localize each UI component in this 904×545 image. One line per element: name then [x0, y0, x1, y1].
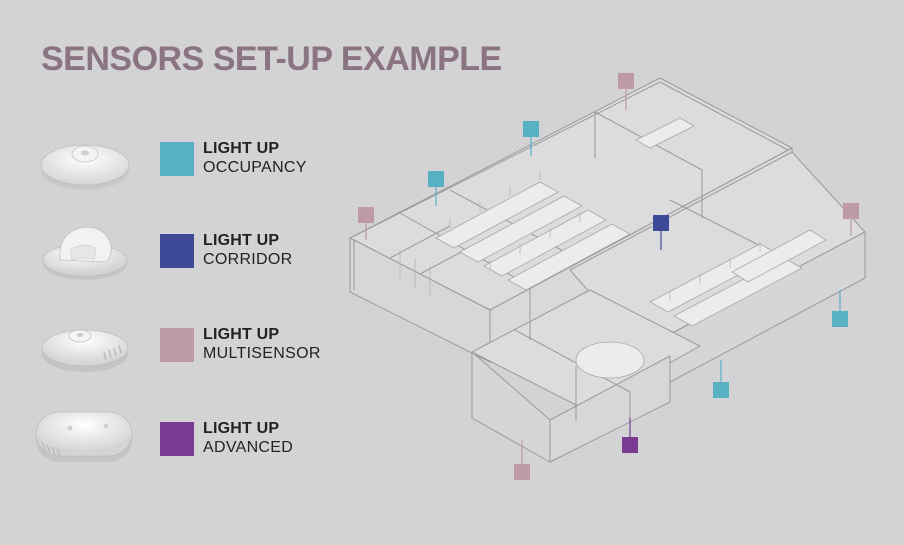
marker-occupancy	[523, 121, 539, 137]
marker-multisensor	[618, 73, 634, 89]
legend-label-line2: OCCUPANCY	[203, 159, 307, 176]
legend-label-line1: LIGHT UP	[203, 326, 280, 343]
legend-item-advanced: LIGHT UP ADVANCED	[0, 404, 340, 484]
office-floorplan-illustration	[349, 73, 866, 480]
marker-multisensor	[843, 203, 859, 219]
legend-item-occupancy: LIGHT UP OCCUPANCY	[0, 130, 340, 210]
swatch-advanced	[160, 422, 194, 456]
marker-corridor	[653, 215, 669, 231]
marker-occupancy	[428, 171, 444, 187]
legend-label-line2: CORRIDOR	[203, 251, 293, 268]
ceiling-sensor-dome-icon	[40, 144, 130, 190]
marker-advanced	[622, 437, 638, 453]
marker-occupancy	[713, 382, 729, 398]
marker-multisensor	[358, 207, 374, 223]
legend-label-line2: ADVANCED	[203, 439, 294, 456]
multisensor-icon	[41, 329, 129, 372]
legend-label-line2: MULTISENSOR	[203, 345, 321, 362]
legend-label-line1: LIGHT UP	[203, 140, 280, 157]
swatch-multisensor	[160, 328, 194, 362]
swatch-occupancy	[160, 142, 194, 176]
swatch-corridor	[160, 234, 194, 268]
legend-label-line1: LIGHT UP	[203, 420, 280, 437]
marker-multisensor	[514, 464, 530, 480]
marker-occupancy	[832, 311, 848, 327]
page-title: SENSORS SET-UP EXAMPLE	[41, 40, 502, 78]
legend-label-line1: LIGHT UP	[203, 232, 280, 249]
advanced-sensor-icon	[35, 411, 133, 462]
legend-item-corridor: LIGHT UP CORRIDOR	[0, 220, 340, 300]
corridor-sensor-icon	[42, 226, 128, 280]
legend-item-multisensor: LIGHT UP MULTISENSOR	[0, 314, 340, 394]
